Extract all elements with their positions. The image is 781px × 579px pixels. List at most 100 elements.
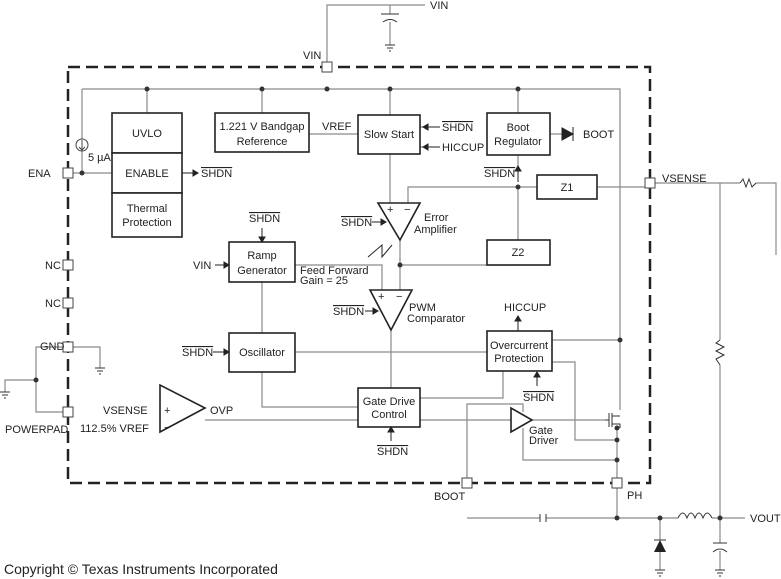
pwm-comparator-icon [368,289,414,332]
external-components [0,13,757,577]
error-amplifier-icon [376,202,422,242]
output-capacitor-icon [712,542,728,553]
ocp-label: Overcurrent [490,340,548,352]
ovp-comparator-icon [159,383,207,434]
boot-reg-label: Boot [507,122,530,134]
resistor-icon [739,177,757,189]
shdn-label: SHDN [484,168,515,180]
input-capacitor-icon [381,13,399,23]
z2-block: Z2 [486,239,551,266]
shdn-label: SHDN [201,168,232,180]
boot-pin-label: BOOT [434,491,465,503]
uvlo-label: UVLO [132,128,162,140]
ovp-vsense-label: VSENSE [103,405,148,417]
gate-driver-label: Driver [529,435,559,447]
pin-vsense [644,177,656,189]
ph-pin-label: PH [627,490,642,502]
ramp-label: Ramp [247,250,276,262]
ic-boundary [66,65,652,485]
plus-sign: + [378,291,384,303]
gate-driver-label: Gate [529,425,553,437]
shdn-label: SHDN [249,213,280,225]
feed-forward-label: Feed Forward [300,265,368,277]
ground-icon [0,44,725,577]
shdn-label: SHDN [333,306,364,318]
bandgap-label: 1.221 V Bandgap [219,121,304,133]
shdn-label: SHDN [341,217,372,229]
hiccup-label: HICCUP [442,142,484,154]
enable-block: ENABLE [111,152,183,194]
slow-start-block: Slow Start [357,114,421,155]
gnd-pin-label: GND [40,341,65,353]
signal-arrows [182,123,541,441]
slow-start-label: Slow Start [364,129,414,141]
plus-sign: + [164,405,170,417]
boot-diode-icon [561,127,575,141]
gate-drive-label: Gate Drive [363,396,416,408]
ocp-label: Protection [494,353,544,365]
boot-output-label: BOOT [583,129,614,141]
bandgap-label: Reference [237,136,288,148]
nc-pin-label: NC [45,298,61,310]
plus-sign: + [387,204,393,216]
z1-label: Z1 [561,182,574,194]
pin-vin [321,61,333,73]
ena-pin-label: ENA [28,168,51,180]
vin-pin-label: VIN [303,50,321,62]
shdn-label: SHDN [442,122,473,134]
gate-driver-icon [510,406,534,434]
shdn-label: SHDN [523,392,554,404]
uvlo-block: UVLO [111,112,183,154]
minus-sign: − [164,422,170,434]
shdn-label: SHDN [182,347,213,359]
sawtooth-icon [367,243,393,259]
gate-drive-label: Control [371,409,406,421]
mosfet-icon [605,413,621,428]
thermal-label: Protection [122,217,172,229]
error-amp-label: Amplifier [414,224,457,236]
z2-label: Z2 [512,247,525,259]
minus-sign: − [404,204,410,216]
inductor-icon [677,512,713,520]
pin-powerpad [62,406,74,418]
ovp-label: OVP [210,405,233,417]
z1-block: Z1 [536,174,598,200]
hiccup-label: HICCUP [504,302,546,314]
pin-ena [62,167,74,179]
pwm-label: Comparator [407,313,465,325]
enable-label: ENABLE [125,168,168,180]
ovp-vref-label: 112.5% VREF [80,423,149,435]
minus-sign: − [396,291,402,303]
ramp-vin-label: VIN [193,260,211,272]
vout-label: VOUT [750,513,781,525]
pin-nc [62,297,74,309]
junction-dots [33,86,723,521]
wires [4,4,777,570]
copyright-text: Copyright © Texas Instruments Incorporat… [4,561,278,577]
oscillator-label: Oscillator [239,347,285,359]
vin-supply-label: VIN [430,0,448,12]
shdn-label: SHDN [377,446,408,458]
powerpad-pin-label: POWERPAD [5,424,68,436]
pin-ph [611,477,623,489]
pin-nc [62,259,74,271]
pin-gnd [62,341,74,353]
feed-forward-label: Gain = 25 [300,275,348,287]
resistor-icon [714,339,726,366]
vsense-pin-label: VSENSE [662,173,707,185]
boot-reg-label: Regulator [494,136,542,148]
nc-pin-label: NC [45,260,61,272]
error-amp-label: Error [424,212,449,224]
vref-label: VREF [322,121,352,133]
thermal-label: Thermal [127,203,167,215]
boot-capacitor-icon [539,514,547,522]
diode-icon [654,540,666,552]
pins [62,61,656,489]
